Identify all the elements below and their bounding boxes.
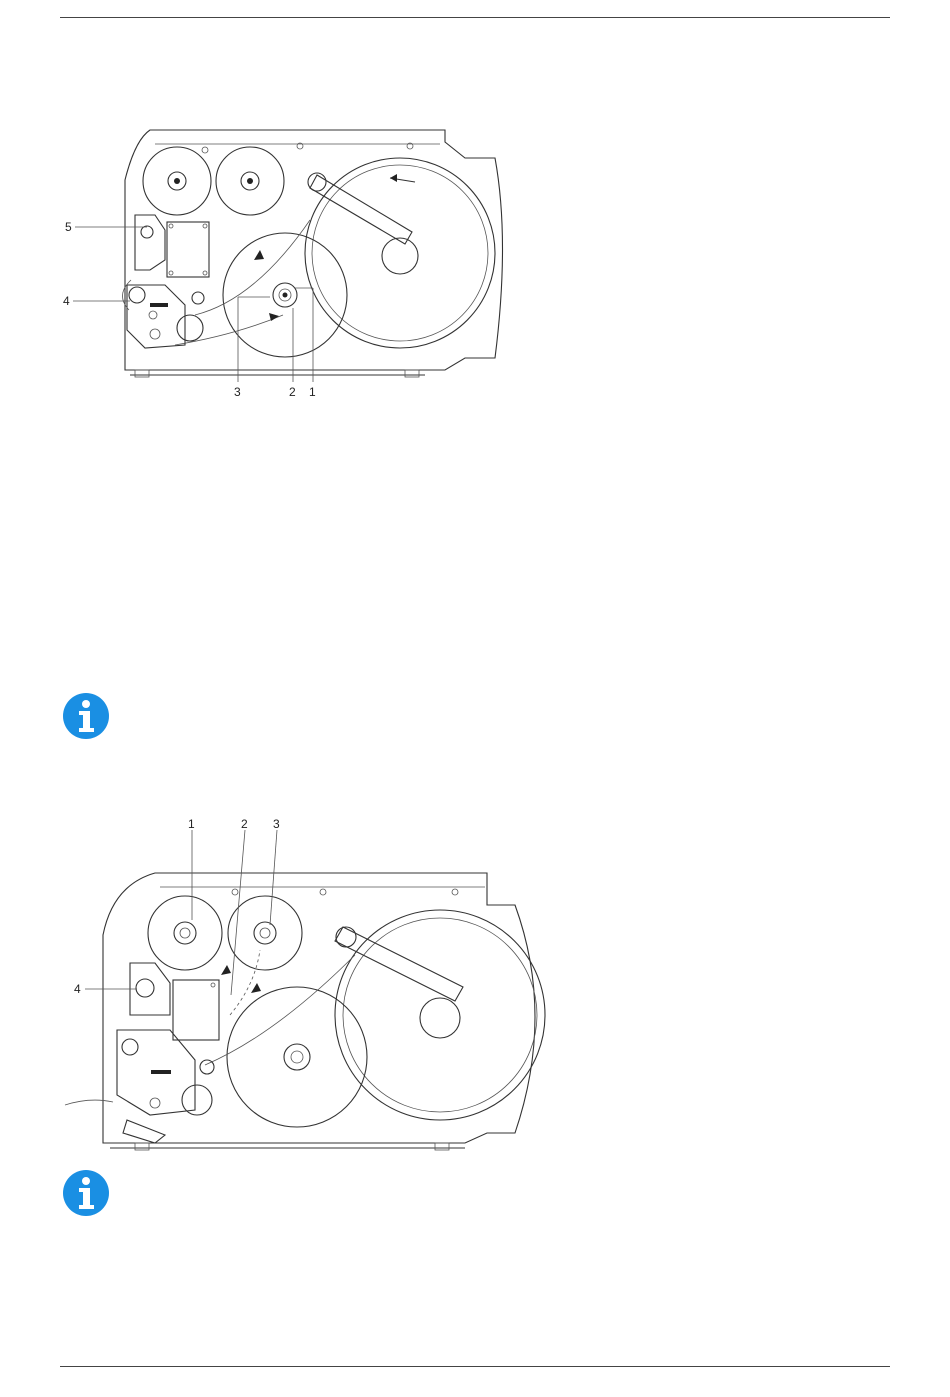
- info-icon: [63, 1170, 109, 1216]
- callout-3: 3: [273, 817, 280, 831]
- printer-diagram-1-drawing: 5 4 3 2 1: [55, 120, 515, 410]
- callout-1: 1: [309, 385, 316, 399]
- callout-3: 3: [234, 385, 241, 399]
- callout-4: 4: [63, 294, 70, 308]
- callout-2: 2: [241, 817, 248, 831]
- printer-diagram-2-drawing: 1 2 3 4: [55, 815, 560, 1160]
- callout-4: 4: [74, 982, 81, 996]
- callout-1: 1: [188, 817, 195, 831]
- callout-2: 2: [289, 385, 296, 399]
- printer-diagram-2: 1 2 3 4: [55, 815, 560, 1160]
- header-rule: [60, 17, 890, 18]
- callout-5: 5: [65, 220, 72, 234]
- printer-diagram-1: 5 4 3 2 1: [55, 120, 515, 410]
- footer-rule: [60, 1366, 890, 1367]
- info-icon: [63, 693, 109, 739]
